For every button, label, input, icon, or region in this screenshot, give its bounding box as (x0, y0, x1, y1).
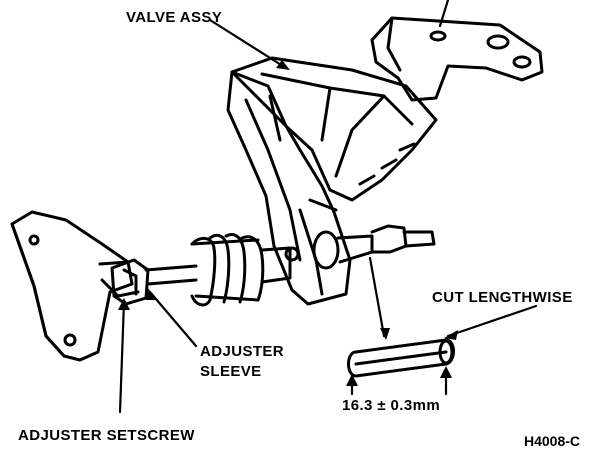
label-dimension: 16.3 ± 0.3mm (342, 397, 440, 414)
label-cut-lengthwise: CUT LENGTHWISE (432, 289, 573, 306)
end-fitting (284, 224, 436, 270)
rod (144, 264, 198, 286)
label-valve-assy: VALVE ASSY (126, 9, 222, 26)
mounting-bracket (370, 16, 544, 102)
arrowheads (118, 60, 458, 386)
left-bracket-plate (10, 210, 140, 362)
leader-lines (118, 0, 538, 414)
label-adjuster: ADJUSTER (200, 343, 284, 360)
adjuster-clamp (110, 258, 150, 306)
label-sleeve: SLEEVE (200, 363, 262, 380)
figure-code: H4008-C (524, 433, 580, 449)
valve-body (230, 56, 438, 202)
cut-sleeve (347, 338, 455, 378)
label-adjuster-setscrew: ADJUSTER SETSCREW (18, 427, 195, 444)
spring-bellows (190, 233, 292, 307)
